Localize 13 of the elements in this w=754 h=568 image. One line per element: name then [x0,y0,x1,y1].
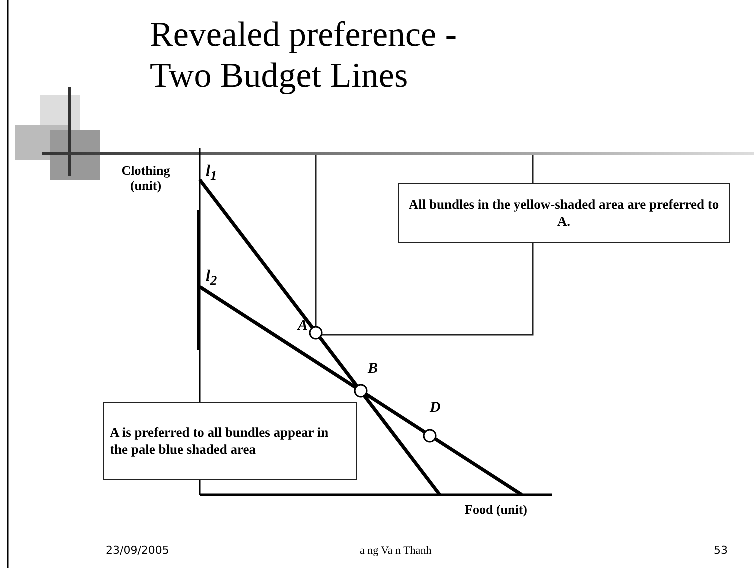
point-label: A [298,318,308,336]
axis-label: Clothing (unit) [120,164,172,194]
page-number: 53 [714,545,728,558]
slide-title: Revealed preference - Two Budget Lines [150,14,458,96]
line-label: l$_{2}$ [206,268,218,288]
point-label: D [430,400,441,418]
author-text: a ng Va n Thanh [360,545,432,558]
text-box: A is preferred to all bundles appear in the pale blue shaded area [103,402,357,480]
point-label: B [368,361,378,378]
line-label: l$_{1}$ [206,163,218,184]
text-box: All bundles in the yellow-shaded area are preferred to A. [398,183,730,243]
axis-label: Food (unit) [465,503,528,518]
date-text: 23/09/2005 [106,545,170,558]
